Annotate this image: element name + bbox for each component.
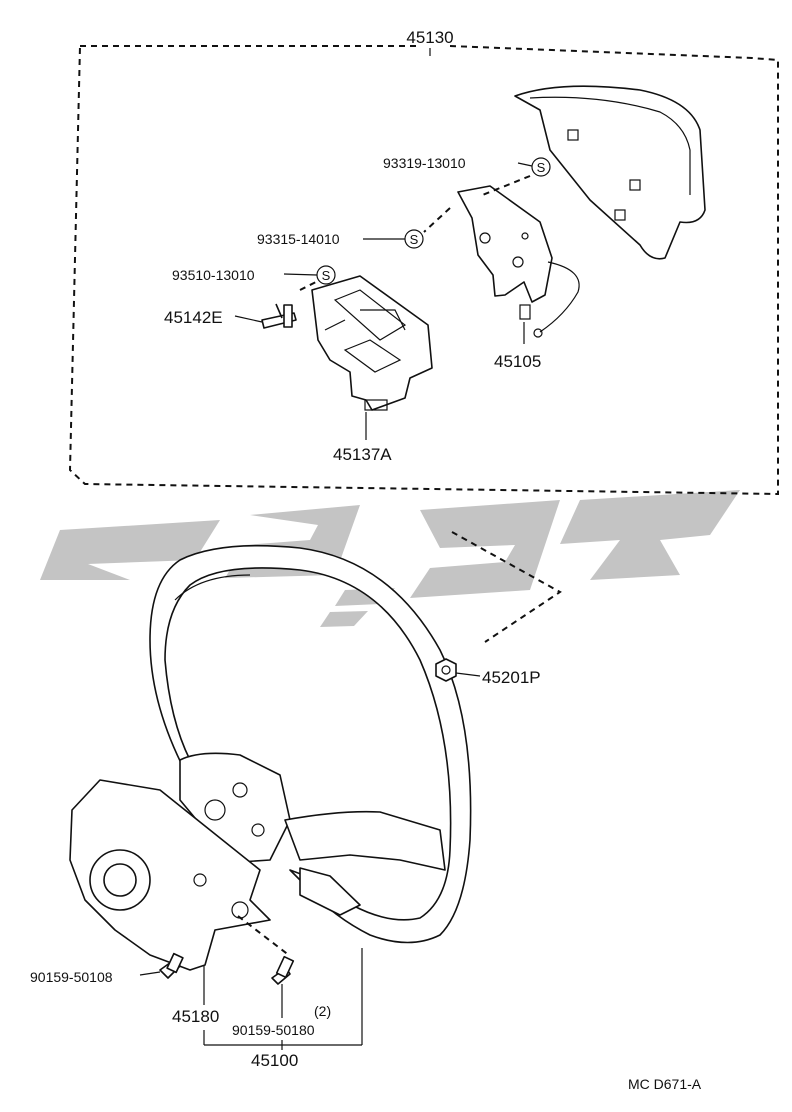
assembly-boundary bbox=[68, 45, 779, 496]
label-45201P: 45201P bbox=[482, 668, 541, 687]
label-93510-13010: 93510-13010 bbox=[172, 267, 255, 283]
label-45105: 45105 bbox=[494, 352, 541, 371]
screw-symbol-93319: S bbox=[537, 160, 546, 175]
pin-45142E bbox=[261, 303, 297, 329]
label-45180: 45180 bbox=[172, 1007, 219, 1026]
labels: 45130 93319-13010 93315-14010 93510-1301… bbox=[30, 28, 702, 1092]
label-90159-50180: 90159-50180 bbox=[232, 1022, 315, 1038]
screw-symbol-93315: S bbox=[410, 232, 419, 247]
leader-lines-bottom bbox=[139, 948, 363, 1050]
steering-wheel bbox=[69, 544, 472, 971]
screw-symbol-93510: S bbox=[322, 268, 331, 283]
label-90159-50108: 90159-50108 bbox=[30, 969, 113, 985]
nut-45201P bbox=[435, 658, 481, 682]
label-93315-14010: 93315-14010 bbox=[257, 231, 340, 247]
label-45130: 45130 bbox=[406, 28, 453, 47]
horn-pad bbox=[514, 85, 706, 260]
bracket-45105 bbox=[457, 185, 580, 338]
drawing-code: MC D671-A bbox=[628, 1076, 702, 1092]
leader-lines-top bbox=[234, 162, 533, 440]
frame-45137A bbox=[311, 275, 433, 411]
label-45137A: 45137A bbox=[333, 445, 392, 464]
label-qty-2: (2) bbox=[314, 1003, 331, 1019]
label-45142E: 45142E bbox=[164, 308, 223, 327]
label-93319-13010: 93319-13010 bbox=[383, 155, 466, 171]
explode-guide bbox=[451, 531, 562, 643]
bottom-screws bbox=[159, 915, 295, 985]
label-45100: 45100 bbox=[251, 1051, 298, 1070]
